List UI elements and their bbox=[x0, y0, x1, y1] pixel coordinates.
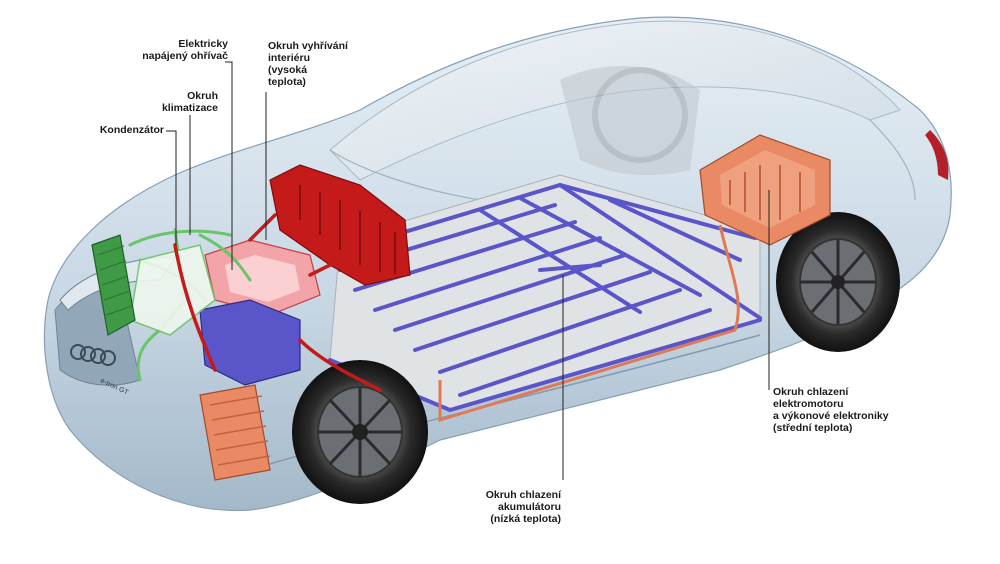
callout-okruh-elektromotoru: Okruh chlazení elektromotoru a výkonové … bbox=[773, 386, 889, 434]
leader-lines bbox=[166, 61, 770, 480]
callout-okruh-vyhrivani: Okruh vyhřívání interiéru (vysoká teplot… bbox=[268, 40, 348, 88]
condenser-icon bbox=[91, 234, 136, 336]
callout-kondenzator: Kondenzátor bbox=[99, 124, 164, 136]
front-compartment bbox=[128, 213, 382, 481]
front-wheel bbox=[292, 360, 428, 504]
interior-hint bbox=[560, 66, 700, 176]
electric-motor-icon bbox=[438, 134, 831, 423]
callout-elektricky-ohrivac: Elektricky napájený ohřívač bbox=[142, 38, 228, 62]
callout-okruh-akumulatoru: Okruh chlazení akumulátoru (nízká teplot… bbox=[485, 489, 561, 525]
callout-okruh-klimatizace: Okruh klimatizace bbox=[161, 90, 218, 114]
brand-logo bbox=[70, 344, 116, 366]
rear-wheel bbox=[776, 212, 900, 352]
hvac-unit-icon bbox=[269, 164, 411, 286]
